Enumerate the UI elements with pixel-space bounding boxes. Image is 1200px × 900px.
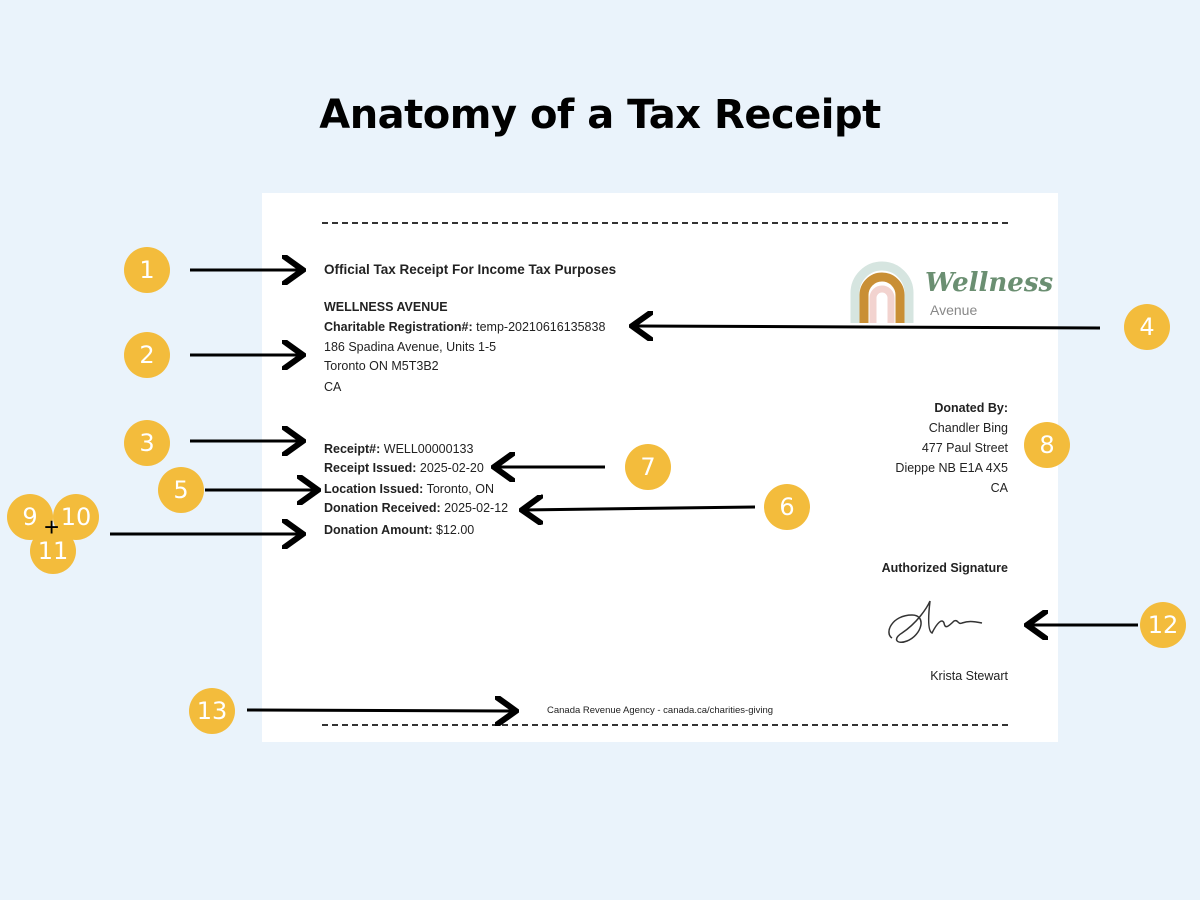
org-name: WELLNESS AVENUE xyxy=(324,300,448,314)
signature-image xyxy=(888,600,983,644)
address-line2: Toronto ON M5T3B2 xyxy=(324,359,439,373)
top-dashed-divider xyxy=(322,222,1008,224)
arrow-6 xyxy=(522,507,756,510)
donation-received: Donation Received: 2025-02-12 xyxy=(324,501,509,515)
marker-3: 3 xyxy=(124,420,170,466)
location-issued: Location Issued: Toronto, ON xyxy=(324,482,494,496)
registration-number: Charitable Registration#: temp-202106161… xyxy=(324,320,606,334)
receipt-footer: Canada Revenue Agency - canada.ca/charit… xyxy=(546,705,774,716)
bottom-dashed-divider xyxy=(322,724,1008,726)
arrow-4 xyxy=(632,326,1101,328)
donation-amount: Donation Amount: $12.00 xyxy=(324,523,475,537)
marker-13: 13 xyxy=(189,688,235,734)
donor-country: CA xyxy=(990,481,1008,495)
donor-city: Dieppe NB E1A 4X5 xyxy=(895,461,1008,475)
donor-street: 477 Paul Street xyxy=(921,441,1008,455)
page-title: Anatomy of a Tax Receipt xyxy=(319,92,881,138)
marker-11: 11 xyxy=(30,528,76,574)
receipt-number: Receipt#: WELL00000133 xyxy=(324,442,474,456)
signer-name: Krista Stewart xyxy=(930,669,1008,683)
address-country: CA xyxy=(324,380,342,394)
marker-7: 7 xyxy=(625,444,671,490)
wellness-avenue-logo: Wellness Avenue xyxy=(847,258,1053,323)
marker-4: 4 xyxy=(1124,304,1170,350)
donor-name: Chandler Bing xyxy=(928,421,1008,435)
arrow-13 xyxy=(246,710,516,711)
marker-8: 8 xyxy=(1024,422,1070,468)
marker-2: 2 xyxy=(124,332,170,378)
marker-5: 5 xyxy=(158,467,204,513)
marker-12: 12 xyxy=(1140,602,1186,648)
address-line1: 186 Spadina Avenue, Units 1-5 xyxy=(324,340,497,354)
rainbow-icon xyxy=(850,261,914,323)
marker-6: 6 xyxy=(764,484,810,530)
receipt-heading: Official Tax Receipt For Income Tax Purp… xyxy=(324,262,617,277)
signature-label: Authorized Signature xyxy=(881,561,1008,575)
marker-1: 1 xyxy=(124,247,170,293)
crosshair-cursor-icon: + xyxy=(44,512,60,542)
donated-by-label: Donated By: xyxy=(934,401,1008,415)
receipt-issued: Receipt Issued: 2025-02-20 xyxy=(324,461,484,475)
